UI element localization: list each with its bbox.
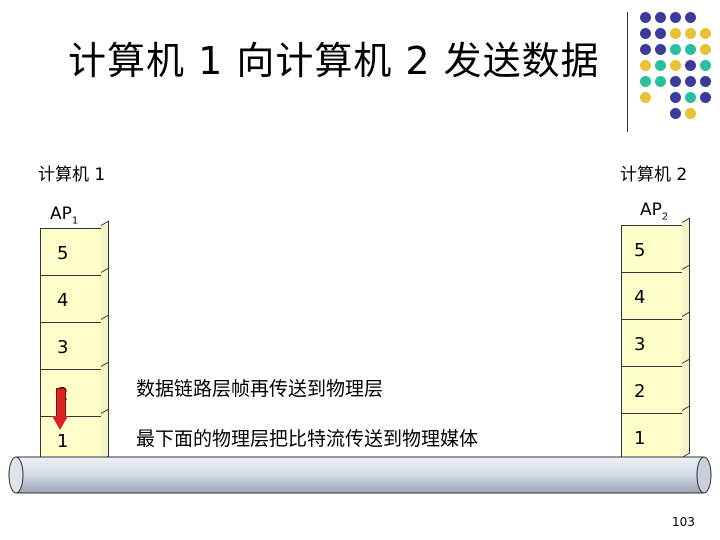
layer-number: 3 (634, 334, 646, 355)
computer2-layer-5: 5 (621, 217, 690, 273)
decorative-dot (670, 60, 681, 71)
decorative-dot (655, 60, 666, 71)
decorative-dot (685, 76, 696, 87)
title-divider-line (627, 12, 628, 132)
decorative-dot (640, 60, 651, 71)
layer-number: 4 (634, 287, 646, 308)
decorative-dot (700, 60, 711, 71)
computer1-layer-3: 3 (40, 314, 109, 370)
decorative-dot (685, 44, 696, 55)
decorative-dot (655, 76, 666, 87)
decorative-dot (670, 108, 681, 119)
decorative-dot (685, 28, 696, 39)
decorative-dot (685, 108, 696, 119)
layer2-annotation: 数据链路层帧再传送到物理层 (136, 378, 384, 400)
decorative-dot (700, 28, 711, 39)
layer-number: 3 (57, 337, 69, 358)
slide-title: 计算机 1 向计算机 2 发送数据 (68, 39, 600, 83)
computer1-label: 计算机 1 (38, 165, 106, 185)
decorative-dot (700, 76, 711, 87)
decorative-dot (655, 44, 666, 55)
decorative-dot (655, 12, 666, 23)
decorative-dot (640, 92, 651, 103)
decorative-dot (640, 44, 651, 55)
computer2-label: 计算机 2 (620, 165, 688, 185)
layer-number: 4 (57, 290, 69, 311)
decorative-dot (685, 92, 696, 103)
decorative-dot (700, 92, 711, 103)
decorative-dot (670, 76, 681, 87)
decorative-dot (670, 92, 681, 103)
layer-number: 1 (634, 428, 646, 449)
physical-medium-pipe (8, 456, 712, 494)
page-number: 103 (672, 515, 695, 529)
decorative-dot (670, 12, 681, 23)
computer1-ap-label: AP1 (50, 204, 79, 227)
decorative-dot (670, 44, 681, 55)
computer2-layer-1: 1 (621, 405, 690, 461)
decorative-dot-grid (640, 12, 720, 136)
down-arrow-icon (52, 388, 68, 434)
decorative-dot (640, 76, 651, 87)
computer2-ap-label: AP2 (640, 200, 669, 223)
decorative-dot (655, 28, 666, 39)
computer1-layer-1: 1 (40, 408, 109, 464)
layer-number: 1 (57, 431, 69, 452)
decorative-dot (685, 12, 696, 23)
computer1-layer-5: 5 (40, 220, 109, 276)
computer2-layer-4: 4 (621, 264, 690, 320)
computer2-layer-3: 3 (621, 311, 690, 367)
decorative-dot (700, 44, 711, 55)
decorative-dot (670, 28, 681, 39)
layer-number: 5 (634, 240, 646, 261)
layer1-annotation: 最下面的物理层把比特流传送到物理媒体 (136, 428, 479, 450)
decorative-dot (640, 28, 651, 39)
decorative-dot (685, 60, 696, 71)
layer-number: 5 (57, 243, 69, 264)
computer1-layer-4: 4 (40, 267, 109, 323)
decorative-dot (640, 12, 651, 23)
computer1-layer-2: 2 (40, 361, 109, 417)
layer-number: 2 (634, 381, 646, 402)
computer2-layer-2: 2 (621, 358, 690, 414)
